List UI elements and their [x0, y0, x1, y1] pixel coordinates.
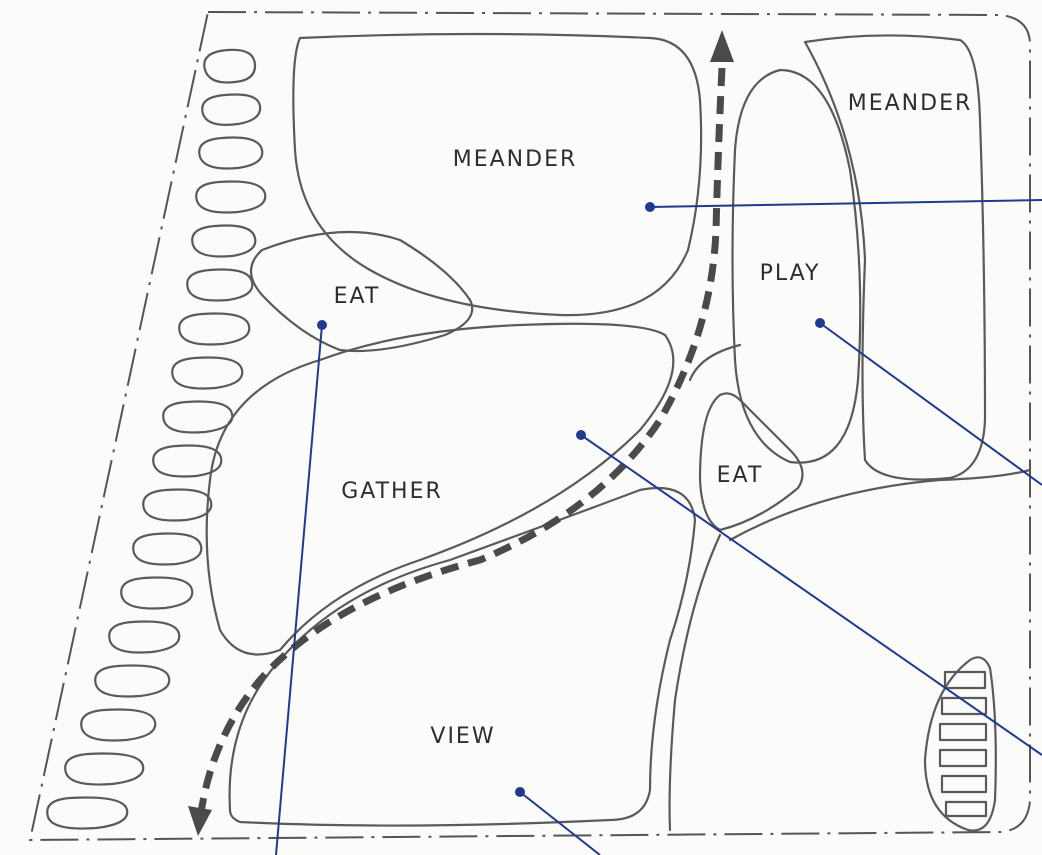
leader-line-play	[819, 322, 1042, 486]
label-gather: GATHER	[341, 479, 443, 504]
seating-element	[923, 656, 997, 832]
leader-line-view	[519, 791, 601, 855]
zone-meander-large	[292, 32, 703, 317]
zone-meander-small	[803, 34, 987, 481]
leader-line-meander	[649, 199, 1042, 208]
zone-play	[731, 68, 862, 464]
zone-gather	[205, 322, 675, 656]
zone-eat-left	[249, 230, 474, 353]
path-arrowhead-up-icon	[710, 30, 734, 62]
zone-eat-right	[698, 392, 804, 532]
leader-dot-play	[815, 318, 825, 328]
circulation-line	[688, 343, 742, 382]
circulation-line	[728, 468, 1032, 542]
circulation-path-dashed	[196, 67, 726, 821]
label-meander-small: MEANDER	[848, 91, 973, 116]
leader-dot-gather	[576, 430, 586, 440]
leader-dot-eat	[317, 320, 327, 330]
site-boundary	[28, 10, 1031, 842]
label-eat-right: EAT	[717, 463, 764, 488]
leader-line-eat	[275, 324, 323, 855]
leader-dot-meander	[645, 202, 655, 212]
circulation-line	[668, 533, 722, 832]
label-play: PLAY	[760, 261, 821, 286]
label-eat-left: EAT	[334, 284, 381, 309]
leader-dot-view	[515, 787, 525, 797]
zone-view	[228, 486, 697, 827]
leader-line-gather	[580, 434, 1042, 756]
planting-border	[46, 48, 267, 830]
label-view: VIEW	[430, 724, 495, 749]
path-arrowhead-down-icon	[188, 806, 212, 836]
label-meander-large: MEANDER	[453, 147, 578, 172]
callout-leaders	[275, 199, 1042, 855]
